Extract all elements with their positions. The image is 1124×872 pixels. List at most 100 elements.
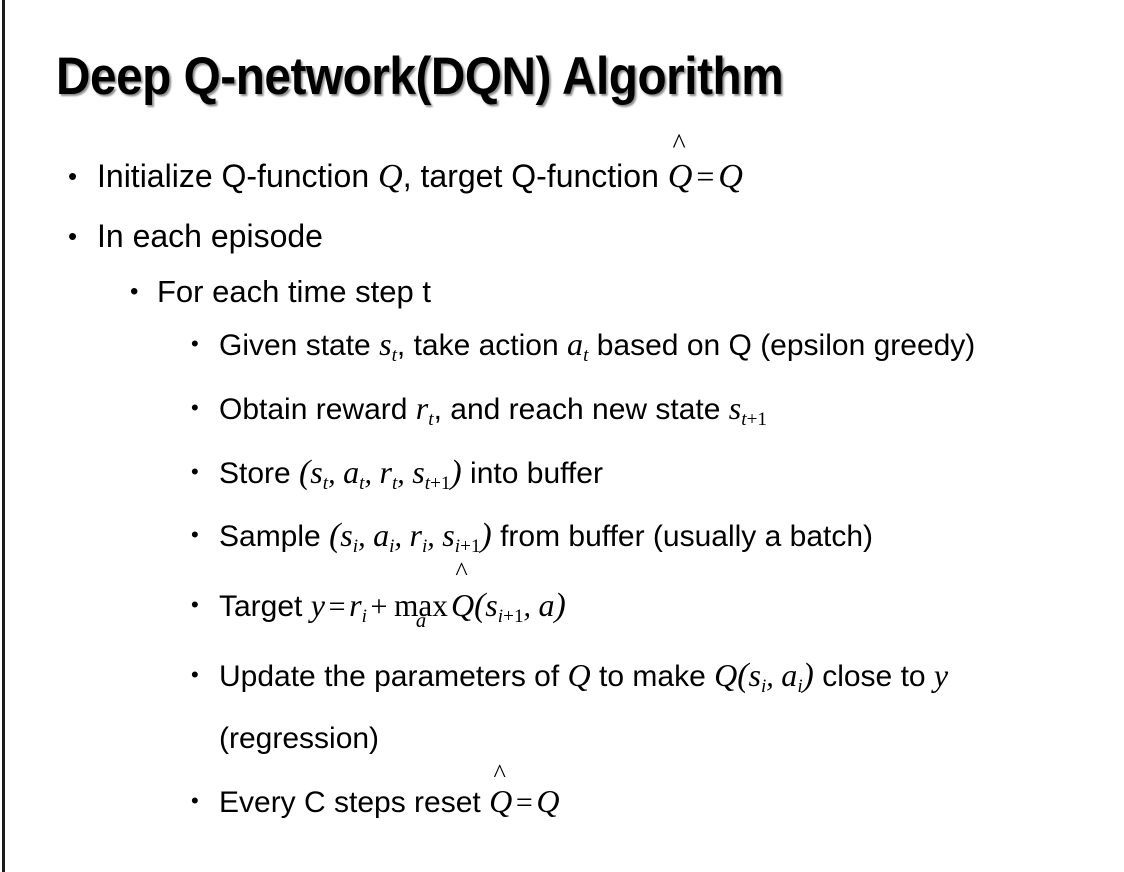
math-var-s-next: s bbox=[442, 517, 455, 554]
math-open-paren: ( bbox=[474, 587, 486, 624]
bullet-marker: • bbox=[191, 331, 199, 356]
math-open-paren: ( bbox=[299, 453, 311, 491]
bullet-marker: • bbox=[191, 592, 199, 617]
math-open-paren: ( bbox=[329, 517, 341, 555]
text-fragment: based on Q (epsilon greedy) bbox=[588, 329, 976, 362]
math-subscript: t bbox=[391, 472, 398, 494]
text-fragment: Obtain reward bbox=[219, 392, 416, 426]
bullet-text: Initialize Q-function Q, target Q-functi… bbox=[97, 131, 1124, 206]
bullet-marker: • bbox=[191, 787, 199, 813]
subscript-index: i bbox=[454, 536, 461, 557]
bullet-item-initialize: • Initialize Q-function Q, target Q-func… bbox=[0, 131, 1124, 206]
bullet-item-reset-target-network: • Every C steps reset ^Q=Q bbox=[0, 760, 1124, 829]
bullet-text: Sample (si, ai, ri, si+1) from buffer (u… bbox=[219, 509, 1094, 573]
bullet-item-store-transition: • Store (st, at, rt, st+1) into buffer bbox=[0, 446, 1124, 510]
math-var-a: a bbox=[373, 517, 390, 554]
math-subscript: t+1 bbox=[425, 472, 451, 493]
subscript-index: t bbox=[741, 408, 747, 430]
math-close-paren: ) bbox=[802, 656, 814, 694]
math-equals: = bbox=[328, 590, 346, 623]
math-close-paren: ) bbox=[554, 587, 566, 624]
math-close-paren: ) bbox=[480, 517, 492, 555]
math-subscript: t bbox=[428, 408, 434, 430]
text-fragment: to make bbox=[590, 659, 715, 693]
text-fragment: Target bbox=[219, 590, 311, 623]
math-var-r: r bbox=[409, 517, 422, 554]
math-var-r: r bbox=[349, 587, 362, 623]
text-fragment: Sample bbox=[219, 520, 330, 554]
math-q-hat: ^Q bbox=[450, 559, 475, 637]
text-fragment: close to bbox=[813, 659, 934, 693]
math-subscript: t+1 bbox=[741, 409, 767, 430]
math-var-y: y bbox=[310, 587, 325, 623]
text-fragment: Every C steps reset bbox=[219, 785, 490, 819]
math-separator: , bbox=[358, 520, 374, 554]
bullet-marker: • bbox=[191, 522, 199, 548]
text-fragment: , target Q-function bbox=[402, 158, 668, 194]
math-subscript: i bbox=[797, 675, 803, 697]
math-var-q: Q bbox=[536, 782, 560, 819]
text-fragment: into buffer bbox=[461, 456, 603, 490]
bullet-text: Every C steps reset ^Q=Q bbox=[219, 760, 1094, 829]
bullet-marker: • bbox=[68, 221, 78, 251]
math-var-s: s bbox=[379, 326, 392, 362]
math-separator: , bbox=[523, 590, 539, 623]
math-var-s: s bbox=[728, 389, 742, 426]
slide-left-edge-rule bbox=[2, 0, 5, 872]
text-fragment: Given state bbox=[219, 329, 380, 362]
subscript-index: i bbox=[497, 605, 504, 627]
math-separator: , bbox=[766, 659, 782, 693]
math-separator: , bbox=[328, 456, 344, 490]
math-open-paren: ( bbox=[737, 656, 749, 694]
bullet-marker: • bbox=[191, 661, 199, 687]
math-subscript: t bbox=[583, 344, 589, 366]
math-var-s: s bbox=[340, 517, 353, 554]
subscript-offset: +1 bbox=[503, 605, 524, 627]
math-separator: , bbox=[427, 520, 443, 554]
text-fragment: Initialize Q-function bbox=[97, 158, 379, 194]
math-var-s: s bbox=[310, 453, 323, 490]
math-var-q: Q bbox=[378, 157, 403, 195]
math-var-s: s bbox=[748, 656, 761, 693]
text-fragment: , and reach new state bbox=[433, 392, 729, 426]
bullet-item-given-state: • Given state st, take action at based o… bbox=[0, 318, 1124, 382]
bullet-item-in-each-episode: • In each episode bbox=[0, 206, 1124, 266]
math-var-q2: Q bbox=[714, 656, 738, 693]
math-var-s-next: s bbox=[412, 453, 425, 490]
max-label: max bbox=[394, 588, 448, 623]
text-fragment: from buffer (usually a batch) bbox=[491, 520, 874, 554]
subscript-offset: +1 bbox=[460, 536, 481, 557]
math-plus: + bbox=[370, 590, 388, 623]
math-subscript: i+1 bbox=[455, 536, 481, 557]
math-var-a: a bbox=[343, 453, 360, 490]
math-subscript: t bbox=[391, 344, 397, 366]
bullet-text: Update the parameters of Q to make Q(si,… bbox=[219, 649, 1094, 765]
math-var-q: Q bbox=[567, 656, 591, 693]
math-close-paren: ) bbox=[450, 453, 462, 491]
math-q-hat: ^Q bbox=[489, 760, 513, 827]
math-equals: = bbox=[696, 158, 715, 194]
math-var-a: a bbox=[538, 587, 555, 623]
math-var-a: a bbox=[781, 656, 798, 693]
q-base: Q bbox=[667, 157, 693, 195]
q-base: Q bbox=[489, 782, 513, 819]
math-separator: , bbox=[397, 456, 413, 490]
bullet-text: In each episode bbox=[97, 218, 323, 254]
text-fragment: Update the parameters of bbox=[219, 659, 568, 693]
hat-accent: ^ bbox=[672, 129, 686, 161]
bullet-marker: • bbox=[130, 278, 139, 305]
math-subscript: i bbox=[421, 536, 428, 557]
bullet-text: Store (st, at, rt, st+1) into buffer bbox=[219, 446, 1094, 510]
math-var-r: r bbox=[379, 453, 392, 490]
q-base: Q bbox=[450, 587, 475, 623]
math-subscript: t bbox=[359, 472, 365, 494]
math-subscript: i bbox=[760, 675, 767, 697]
bullet-text: Given state st, take action at based on … bbox=[219, 318, 1094, 382]
math-var-a: a bbox=[567, 326, 584, 362]
math-separator: , bbox=[394, 520, 410, 554]
text-fragment: , take action bbox=[396, 329, 568, 362]
